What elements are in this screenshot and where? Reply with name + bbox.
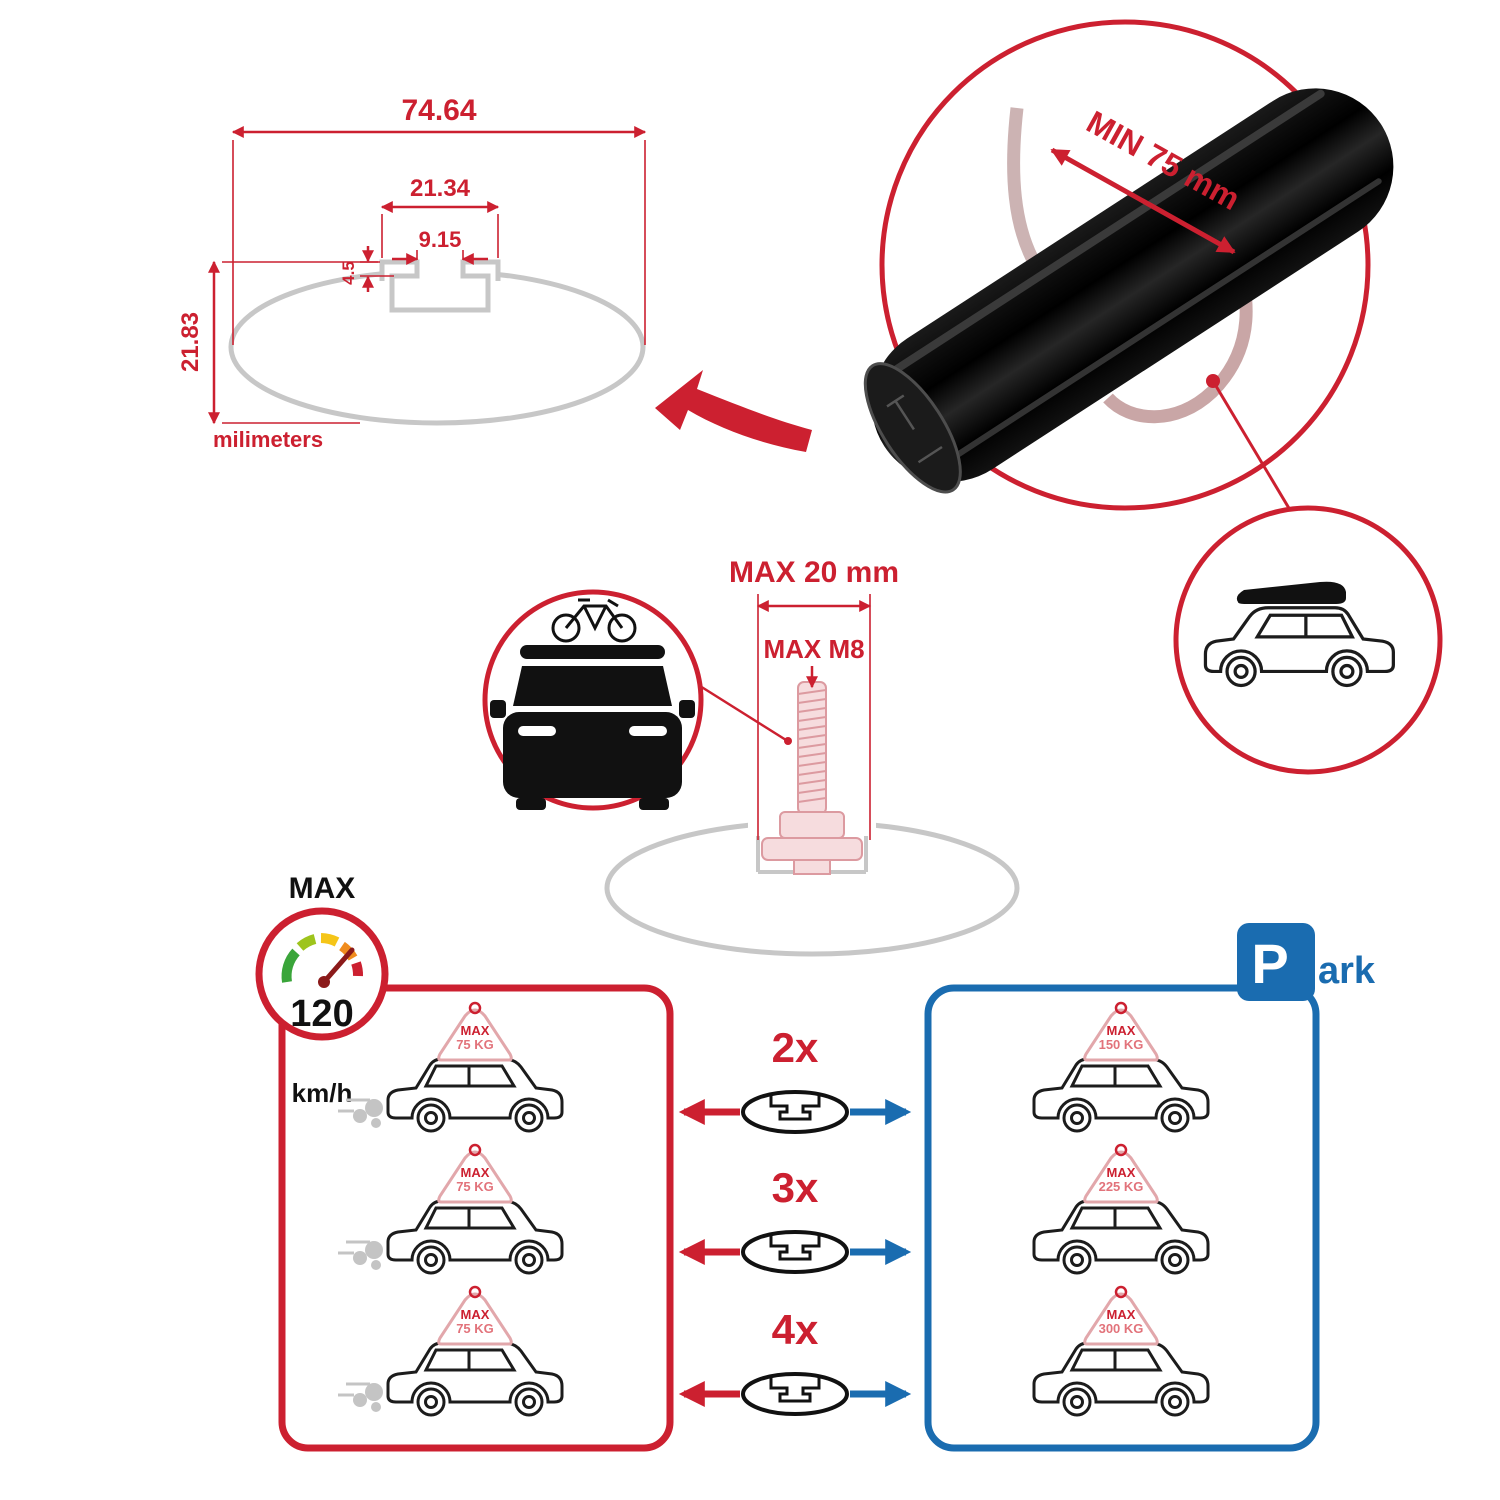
- car-front-bike-circle: [482, 589, 792, 811]
- parked-car-row-3: MAX 300 KG: [1032, 1285, 1210, 1417]
- crossbar-section-icon: [741, 1090, 849, 1134]
- cone-max-label: MAX: [461, 1023, 490, 1038]
- units-label: milimeters: [213, 427, 323, 452]
- bike-icon: [551, 598, 637, 643]
- roof-box: [1236, 581, 1346, 604]
- cone-load-value: 150 KG: [1099, 1037, 1144, 1052]
- dim-channel-outer-label: 21.34: [410, 175, 471, 202]
- dim-overall-width-label: 74.64: [401, 94, 476, 127]
- profile-dimension-drawing: 74.64 21.34 9.15 4.5 21.83 milimeters: [177, 94, 647, 452]
- bar-count-row-1: 2x: [678, 1024, 912, 1134]
- load-comparison-section: MAX 120 km/h P ark MAX 75 KG: [255, 872, 1376, 1452]
- bar-count-label: 4x: [772, 1306, 819, 1353]
- parked-car-row-1: MAX 150 KG: [1032, 1001, 1210, 1133]
- dim-slot-opening-label: 9.15: [419, 227, 462, 252]
- crossbar-detail-circle: MIN 75 mm: [863, 19, 1394, 521]
- bolt-max-width-label: MAX 20 mm: [729, 556, 899, 589]
- clamp-rod-ghost: [1007, 107, 1046, 276]
- driving-car-row-2: MAX 75 KG: [336, 1143, 564, 1275]
- cone-load-value: 75 KG: [456, 1037, 494, 1052]
- bar-count-row-2: 3x: [678, 1164, 912, 1274]
- bar-count-row-3: 4x: [678, 1306, 912, 1416]
- oval-top-mask: [384, 256, 496, 314]
- cone-load-value: 300 KG: [1099, 1321, 1144, 1336]
- zoom-arrow: [655, 370, 812, 452]
- bolt-callout-dot: [784, 737, 792, 745]
- crossbar-section-icon: [741, 1230, 849, 1274]
- parking-suffix: ark: [1318, 950, 1376, 992]
- gauge-needle: [321, 947, 355, 985]
- bolt-detail: MAX 20 mm MAX M8: [604, 556, 1020, 957]
- bolt-max-thread-label: MAX M8: [763, 634, 864, 664]
- speed-units: km/h: [292, 1078, 353, 1108]
- suv-roofbox-circle: [1173, 505, 1443, 775]
- bar-count-label: 3x: [772, 1164, 819, 1211]
- speed-max-label: MAX: [289, 872, 356, 905]
- cone-max-label: MAX: [461, 1165, 490, 1180]
- parking-sign: P ark: [1237, 923, 1376, 1001]
- cone-max-label: MAX: [461, 1307, 490, 1322]
- driving-car-row-1: MAX 75 KG: [336, 1001, 564, 1133]
- cone-load-value: 75 KG: [456, 1179, 494, 1194]
- parking-letter: P: [1251, 932, 1288, 995]
- crossbar-section-icon: [741, 1372, 849, 1416]
- gauge-circle: [255, 907, 389, 1041]
- cone-max-label: MAX: [1107, 1023, 1136, 1038]
- callout-line: [1211, 380, 1298, 521]
- cone-max-label: MAX: [1107, 1307, 1136, 1322]
- parked-car-row-2: MAX 225 KG: [1032, 1143, 1210, 1275]
- bar-count-label: 2x: [772, 1024, 819, 1071]
- cone-max-label: MAX: [1107, 1165, 1136, 1180]
- bolt-callout-line: [699, 684, 787, 742]
- min-span-arrow: [1050, 147, 1236, 255]
- dim-profile-height-label: 21.83: [177, 312, 204, 372]
- car-front-icon: [490, 645, 695, 810]
- speed-limit-gauge: MAX 120 km/h: [255, 872, 389, 1108]
- gauge-pivot: [318, 976, 330, 988]
- cone-load-value: 75 KG: [456, 1321, 494, 1336]
- cone-load-value: 225 KG: [1099, 1179, 1144, 1194]
- t-bolt: [761, 681, 863, 875]
- dim-lip-height-label: 4.5: [339, 261, 358, 285]
- parking-sign-square: [1237, 923, 1315, 1001]
- speed-value: 120: [290, 993, 353, 1035]
- ghost-channel: [756, 836, 868, 874]
- driving-car-row-3: MAX 75 KG: [336, 1285, 564, 1417]
